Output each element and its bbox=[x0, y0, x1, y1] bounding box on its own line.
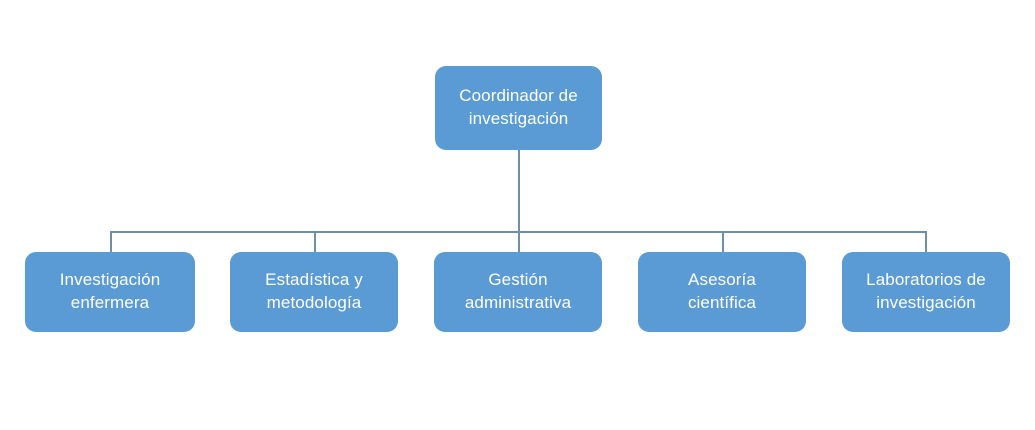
org-node-label: Asesoría científica bbox=[687, 270, 757, 312]
connector-drop-investigacion-enfermera bbox=[110, 231, 112, 252]
org-node-label: Gestión administrativa bbox=[464, 270, 572, 312]
connector-horizontal-bus bbox=[110, 231, 925, 233]
org-node-label: Estadística y metodología bbox=[265, 270, 363, 312]
org-node-asesoria-cientifica[interactable]: Asesoría científica bbox=[638, 252, 806, 332]
org-node-root-label: Coordinador de investigación bbox=[459, 86, 578, 128]
connector-drop-asesoria-cientifica bbox=[722, 231, 724, 252]
connector-drop-estadistica-metodologia bbox=[314, 231, 316, 252]
org-node-gestion-administrativa[interactable]: Gestión administrativa bbox=[434, 252, 602, 332]
connector-root-stem bbox=[518, 150, 520, 232]
org-node-label: Laboratorios de investigación bbox=[866, 270, 986, 312]
connector-drop-gestion-administrativa bbox=[518, 231, 520, 252]
org-node-estadistica-metodologia[interactable]: Estadística y metodología bbox=[230, 252, 398, 332]
connector-drop-laboratorios-investigacion bbox=[925, 231, 927, 252]
org-node-label: Investigación enfermera bbox=[59, 270, 161, 312]
org-node-laboratorios-investigacion[interactable]: Laboratorios de investigación bbox=[842, 252, 1010, 332]
org-node-root[interactable]: Coordinador de investigación bbox=[435, 66, 602, 150]
org-node-investigacion-enfermera[interactable]: Investigación enfermera bbox=[25, 252, 195, 332]
